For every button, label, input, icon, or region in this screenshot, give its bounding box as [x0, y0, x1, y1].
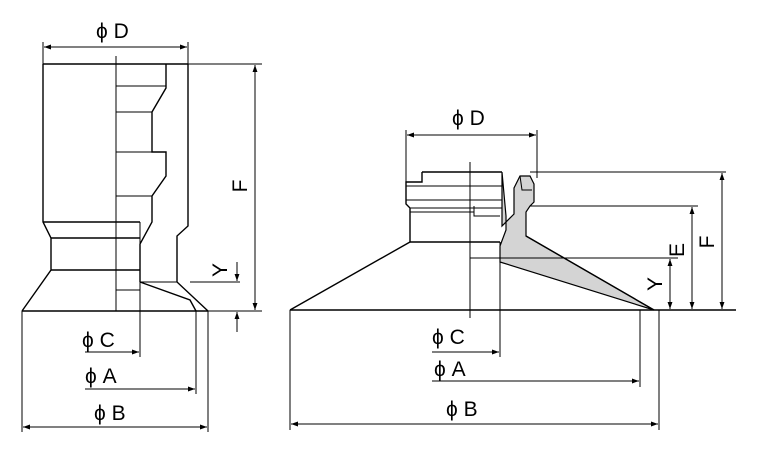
right-body-outline	[289, 162, 736, 357]
right-label-f: F	[696, 236, 719, 249]
right-dimension-b: ϕ B	[289, 310, 660, 430]
left-label-d: ϕ D	[96, 20, 129, 43]
right-label-e: E	[666, 243, 689, 257]
left-dimension-c: ϕ C	[82, 329, 139, 355]
left-suction-cup-view: ϕ D F Y ϕ C ϕ A	[21, 20, 262, 432]
right-label-c: ϕ C	[432, 326, 465, 349]
left-label-c: ϕ C	[82, 329, 115, 352]
left-dimension-y: Y	[190, 262, 240, 332]
right-dimension-f: F	[696, 173, 725, 309]
right-label-y: Y	[644, 277, 667, 291]
left-label-y: Y	[209, 263, 232, 277]
right-dimension-a: ϕ A	[432, 310, 641, 387]
right-label-a: ϕ A	[434, 358, 466, 381]
right-dimension-y: Y	[644, 259, 673, 309]
left-body-outline	[21, 56, 209, 357]
left-dimension-d: ϕ D	[42, 20, 189, 64]
right-dimension-d: ϕ D	[405, 107, 538, 182]
left-label-a: ϕ A	[85, 365, 117, 388]
right-label-d: ϕ D	[452, 107, 485, 130]
left-dimension-a: ϕ A	[85, 311, 197, 394]
left-label-b: ϕ B	[94, 402, 126, 425]
left-label-f: F	[229, 180, 252, 193]
right-dimension-e: E	[666, 207, 695, 309]
right-suction-cup-view: ϕ D F E Y ϕ C ϕ A	[289, 107, 736, 430]
right-dimension-c: ϕ C	[432, 326, 499, 355]
left-dimension-f: F	[188, 63, 262, 312]
left-dimension-b: ϕ B	[21, 311, 209, 432]
right-label-b: ϕ B	[446, 398, 478, 421]
